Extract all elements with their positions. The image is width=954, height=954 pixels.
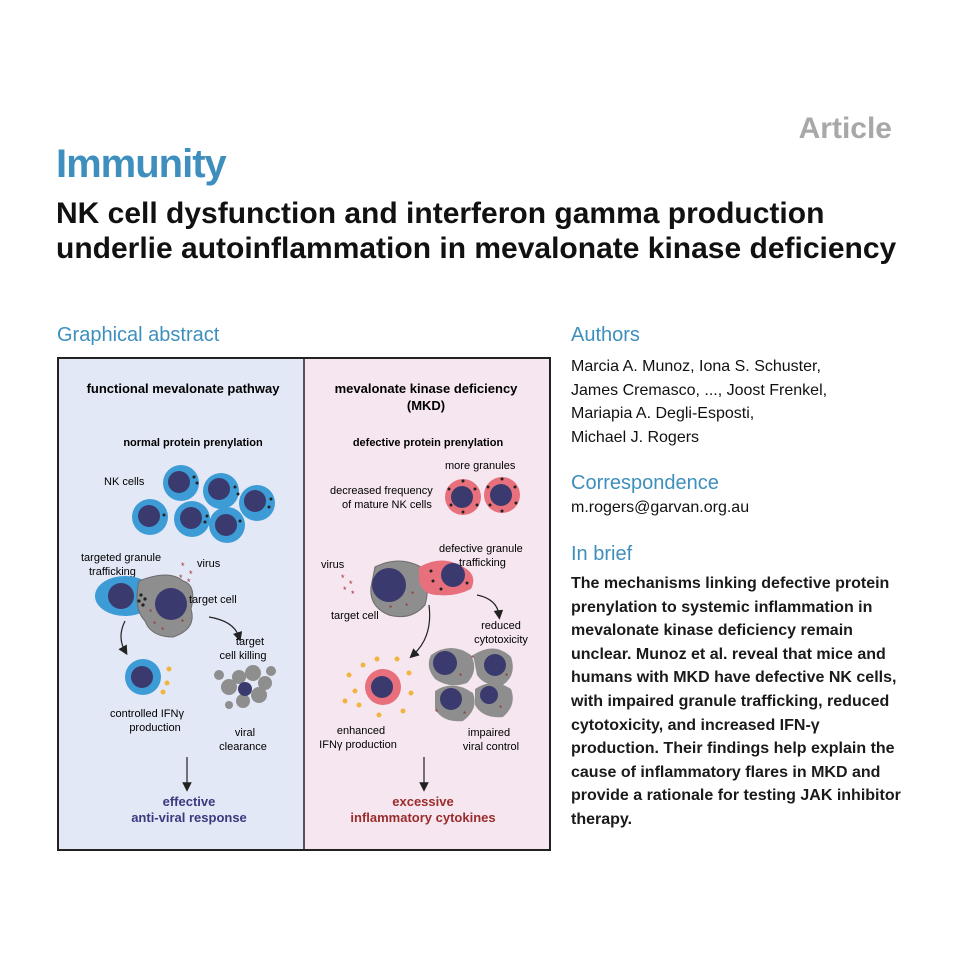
right-outcome-line-1: excessive [392, 794, 453, 809]
impaired-label-1: impaired [468, 727, 510, 739]
left-killing-interaction: **** [95, 574, 194, 638]
right-outcome-line-2: inflammatory cytokines [350, 810, 495, 825]
svg-text:*: * [463, 710, 466, 719]
right-virus-particles: **** [341, 573, 355, 599]
svg-text:*: * [187, 577, 191, 587]
paper-title: NK cell dysfunction and interferon gamma… [56, 197, 897, 265]
svg-text:*: * [161, 626, 164, 635]
authors-line[interactable]: James Cremasco, ..., Joost Frenkel, [571, 381, 828, 399]
svg-text:*: * [153, 620, 156, 629]
svg-text:*: * [471, 654, 474, 663]
left-panel-subtitle: normal protein prenylation [123, 437, 263, 449]
right-virus-label: virus [321, 559, 345, 571]
svg-text:*: * [389, 604, 392, 613]
graphical-abstract-figure: functional mevalonate pathway normal pro… [57, 357, 551, 851]
right-panel-title-2: (MKD) [407, 398, 445, 413]
svg-text:*: * [181, 561, 185, 571]
graphical-abstract-heading: Graphical abstract [57, 324, 220, 346]
svg-text:*: * [179, 573, 183, 583]
authors-line[interactable]: Marcia A. Munoz, Iona S. Schuster, [571, 358, 821, 375]
nk-cells-cluster [132, 465, 275, 543]
reduced-label-2: cytotoxicity [474, 634, 528, 646]
mkd-nk-cells [445, 477, 520, 515]
in-brief-heading: In brief [571, 543, 633, 565]
in-brief-text: The mechanisms linking defective protein… [571, 575, 901, 828]
svg-text:*: * [435, 708, 438, 717]
svg-text:*: * [149, 608, 152, 617]
left-outcome-line-1: effective [163, 794, 216, 809]
authors-list: Marcia A. Munoz, Iona S. Schuster, James… [571, 355, 921, 449]
svg-text:*: * [189, 569, 193, 579]
killing-label-2: cell killing [219, 650, 266, 662]
clearance-label-2: clearance [219, 741, 267, 753]
right-target-cell-label: target cell [331, 610, 379, 622]
nk-cells-label: NK cells [104, 476, 145, 488]
left-arrow-to-killing [208, 616, 243, 642]
authors-line[interactable]: Mariapia A. Degli-Esposti, [571, 405, 755, 422]
killing-label-1: target [236, 636, 264, 648]
svg-text:*: * [459, 672, 462, 681]
impaired-viral-control-cells: * * * * * * [428, 648, 513, 722]
correspondence-heading: Correspondence [571, 472, 719, 494]
left-virus-particles: **** [179, 561, 193, 587]
reduced-label-1: reduced [481, 620, 521, 632]
svg-text:*: * [341, 573, 345, 583]
targeted-granule-label-1: targeted granule [81, 552, 161, 564]
right-killing-interaction: *** [370, 560, 474, 618]
clearance-label-1: viral [235, 727, 255, 739]
right-panel-title-1: mevalonate kinase deficiency [335, 381, 519, 396]
right-arrow-to-ifn [409, 604, 431, 659]
enhanced-label-1: enhanced [337, 725, 385, 737]
svg-text:*: * [351, 589, 355, 599]
right-panel-subtitle: defective protein prenylation [353, 437, 504, 449]
svg-text:*: * [343, 585, 347, 595]
enhanced-label-2: IFNγ production [319, 739, 397, 751]
svg-text:*: * [499, 704, 502, 713]
more-granules-label: more granules [445, 460, 516, 472]
left-arrow-to-ifn [118, 620, 128, 656]
ifn-label-1: controlled IFNγ [110, 708, 184, 720]
ifn-label-2: production [129, 722, 180, 734]
svg-text:*: * [505, 672, 508, 681]
decreased-label-2: of mature NK cells [342, 499, 432, 511]
right-panel-bg [304, 359, 549, 849]
journal-name[interactable]: Immunity [56, 142, 227, 186]
decreased-label-1: decreased frequency [330, 485, 433, 497]
targeted-granule-label-2: trafficking [89, 566, 136, 578]
impaired-label-2: viral control [463, 741, 519, 753]
article-type-label: Article [798, 112, 892, 145]
left-ifn-cell [125, 659, 172, 695]
left-outcome-line-2: anti-viral response [131, 810, 247, 825]
svg-text:*: * [349, 579, 353, 589]
svg-text:*: * [405, 602, 408, 611]
defective-label-1: defective granule [439, 543, 523, 555]
viral-clearance-debris [214, 665, 276, 709]
svg-text:*: * [181, 618, 184, 627]
right-arrow-to-reduced [476, 594, 504, 620]
authors-line[interactable]: Michael J. Rogers [571, 428, 700, 446]
defective-label-2: trafficking [459, 557, 506, 569]
left-target-cell-label: target cell [189, 594, 237, 606]
left-panel-title: functional mevalonate pathway [87, 381, 281, 396]
left-virus-label: virus [197, 558, 221, 570]
svg-text:*: * [411, 590, 414, 599]
authors-heading: Authors [571, 324, 640, 346]
right-ifn-cell [342, 656, 414, 718]
correspondence-email[interactable]: m.rogers@garvan.org.au [571, 499, 750, 516]
